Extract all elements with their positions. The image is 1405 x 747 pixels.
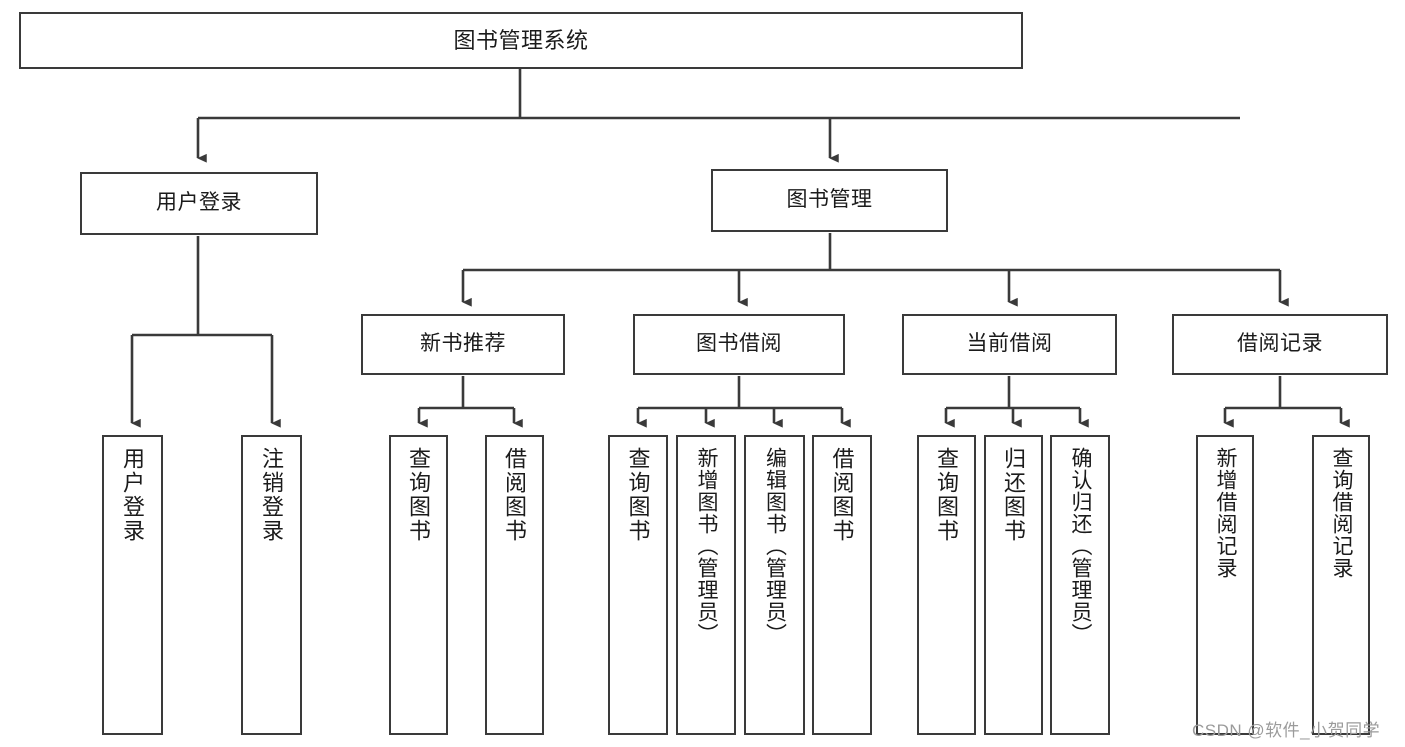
node-label: 借阅记录 [1237, 332, 1323, 356]
node-label: 查询借阅记录 [1330, 447, 1354, 579]
leaf-borrow-borrow-book[interactable]: 借阅图书 [812, 435, 872, 735]
node-user-login[interactable]: 用户登录 [80, 172, 318, 235]
leaf-record-add-record[interactable]: 新增借阅记录 [1196, 435, 1254, 735]
node-label: 查询图书 [934, 447, 960, 543]
node-current-borrow[interactable]: 当前借阅 [902, 314, 1117, 375]
leaf-recommend-query-book[interactable]: 查询图书 [389, 435, 448, 735]
node-label: 借阅图书 [829, 447, 855, 543]
node-label: 图书借阅 [696, 332, 782, 356]
node-label: 确认归还（管理员） [1069, 447, 1093, 645]
csdn-watermark: CSDN @软件_小贺同学 [1192, 721, 1381, 740]
leaf-record-query-record[interactable]: 查询借阅记录 [1312, 435, 1370, 735]
leaf-current-return-book[interactable]: 归还图书 [984, 435, 1043, 735]
leaf-recommend-borrow-book[interactable]: 借阅图书 [485, 435, 544, 735]
leaf-borrow-query-book[interactable]: 查询图书 [608, 435, 668, 735]
node-label: 查询图书 [406, 447, 432, 543]
node-borrow-record[interactable]: 借阅记录 [1172, 314, 1388, 375]
node-label: 新书推荐 [420, 332, 506, 356]
node-label: 新增借阅记录 [1214, 447, 1238, 579]
leaf-user-logout[interactable]: 注销登录 [241, 435, 302, 735]
leaf-borrow-add-book-admin[interactable]: 新增图书（管理员） [676, 435, 736, 735]
node-label: 图书管理系统 [453, 27, 589, 53]
node-label: 注销登录 [259, 447, 285, 543]
node-label: 归还图书 [1001, 447, 1027, 543]
node-label: 新增图书（管理员） [695, 447, 719, 645]
leaf-user-login[interactable]: 用户登录 [102, 435, 163, 735]
node-label: 图书管理 [786, 188, 873, 212]
leaf-borrow-edit-book-admin[interactable]: 编辑图书（管理员） [744, 435, 805, 735]
node-label: 当前借阅 [966, 332, 1053, 356]
node-book-borrow[interactable]: 图书借阅 [633, 314, 845, 375]
node-book-management[interactable]: 图书管理 [711, 169, 948, 232]
node-new-book-recommend[interactable]: 新书推荐 [361, 314, 565, 375]
node-root-system[interactable]: 图书管理系统 [19, 12, 1023, 69]
node-label: 用户登录 [156, 191, 242, 215]
node-label: 查询图书 [625, 447, 651, 543]
node-label: 编辑图书（管理员） [763, 447, 787, 645]
leaf-current-query-book[interactable]: 查询图书 [917, 435, 976, 735]
leaf-current-confirm-return-admin[interactable]: 确认归还（管理员） [1050, 435, 1110, 735]
node-label: 用户登录 [120, 447, 146, 543]
node-label: 借阅图书 [502, 447, 528, 543]
